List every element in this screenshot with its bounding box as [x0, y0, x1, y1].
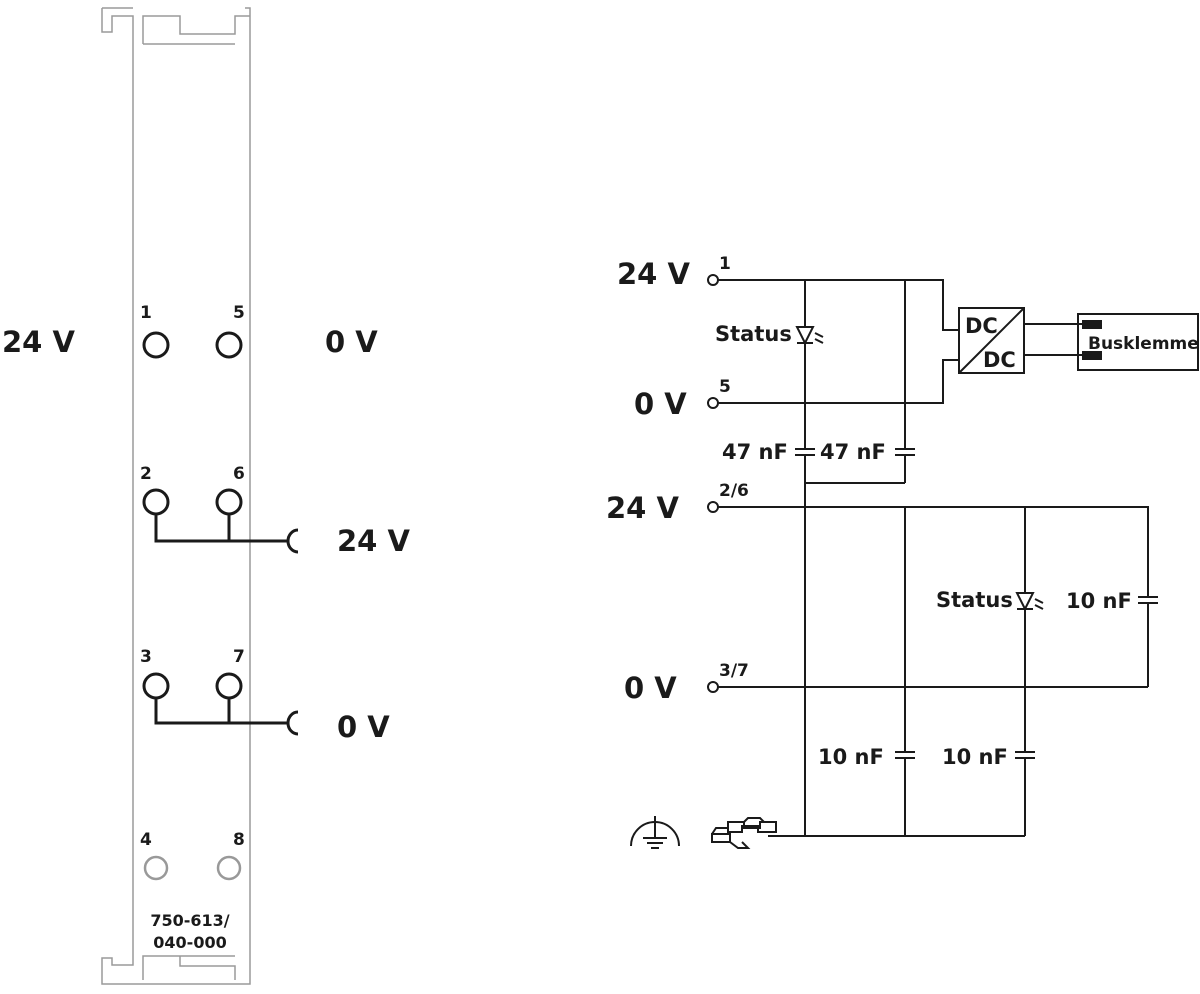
label-24v-left: 24 V	[2, 325, 75, 359]
wire-in-24v	[718, 279, 959, 331]
wire-dcdc-out	[1024, 323, 1082, 356]
capacitor-10nf-br-icon	[1015, 751, 1035, 759]
label-in-0v: 0 V	[634, 387, 687, 421]
terminal-8	[216, 855, 242, 881]
terminal-number-5: 5	[233, 303, 245, 323]
module-bottom-latch	[142, 955, 236, 980]
capacitor-47nf-a-icon	[795, 448, 815, 456]
terminal-2	[142, 488, 170, 516]
jumper-2-6	[154, 514, 289, 543]
terminal-number-2: 2	[140, 464, 152, 484]
terminal-number-3: 3	[140, 647, 152, 667]
terminal-6	[215, 488, 243, 516]
label-24v-output: 24 V	[337, 524, 410, 558]
terminal-number-8: 8	[233, 830, 245, 850]
cap-47b-label: 47 nF	[820, 440, 886, 464]
cap-47a-label: 47 nF	[722, 440, 788, 464]
part-number-line1: 750-613/	[150, 911, 229, 930]
terminal-number-1: 1	[140, 303, 152, 323]
pin-37-label: 3/7	[719, 661, 749, 681]
bus-contact-top	[1082, 320, 1102, 329]
jumper-3-7	[154, 698, 289, 725]
terminal-4	[143, 855, 169, 881]
pin-1-terminal	[707, 274, 719, 286]
busklemmen-label: Busklemmen	[1088, 334, 1200, 354]
pin-5-terminal	[707, 397, 719, 409]
status-bottom-label: Status	[936, 588, 1013, 612]
capacitor-47nf-b-icon	[895, 448, 915, 456]
status-top-label: Status	[715, 322, 792, 346]
pin-26-label: 2/6	[719, 481, 749, 501]
wire-in-0v	[718, 359, 959, 404]
terminal-number-6: 6	[233, 464, 245, 484]
label-in-24v: 24 V	[617, 257, 690, 291]
capacitor-10nf-right-icon	[1138, 596, 1158, 604]
terminal-3	[142, 672, 170, 700]
module-front-view: 1 5 2 6 3 7 4 8 24 V 0 V 24 V 0 V 750-61…	[2, 7, 410, 985]
pin-37-terminal	[707, 681, 719, 693]
label-0v-output: 0 V	[337, 710, 390, 744]
module-top-latch	[102, 7, 250, 45]
part-number-line2: 040-000	[153, 933, 226, 952]
cap-10-right-label: 10 nF	[1066, 589, 1132, 613]
status-led-bottom-icon	[1015, 592, 1044, 612]
pin-26-terminal	[707, 501, 719, 513]
dcdc-in-label: DC	[965, 314, 998, 338]
status-led-top-icon	[795, 326, 824, 346]
din-rail-icon	[711, 817, 777, 849]
wire-bus-24v	[718, 506, 1149, 687]
terminal-7	[215, 672, 243, 700]
busklemmen-box	[1077, 313, 1199, 371]
dcdc-converter: DC DC	[958, 307, 1025, 374]
terminal-5	[215, 331, 243, 359]
module-housing	[101, 7, 251, 985]
protective-earth-icon	[630, 816, 680, 849]
terminal-number-7: 7	[233, 647, 245, 667]
terminal-1	[142, 331, 170, 359]
output-socket-0v	[286, 710, 299, 736]
pin-5-label: 5	[719, 377, 731, 397]
pin-1-label: 1	[719, 254, 731, 274]
label-0v-right: 0 V	[325, 325, 378, 359]
label-bus-24v: 24 V	[606, 491, 679, 525]
label-bus-0v: 0 V	[624, 671, 677, 705]
schematic: 1 24 V 5 0 V Status 47 nF 47 nF	[606, 254, 1200, 849]
bus-contact-bottom	[1082, 351, 1102, 360]
dcdc-out-label: DC	[983, 348, 1016, 372]
capacitor-10nf-bl-icon	[895, 751, 915, 759]
terminal-number-4: 4	[140, 830, 152, 850]
cap-10-br-label: 10 nF	[942, 745, 1008, 769]
output-socket-24v	[286, 528, 299, 554]
cap-10-bl-label: 10 nF	[818, 745, 884, 769]
